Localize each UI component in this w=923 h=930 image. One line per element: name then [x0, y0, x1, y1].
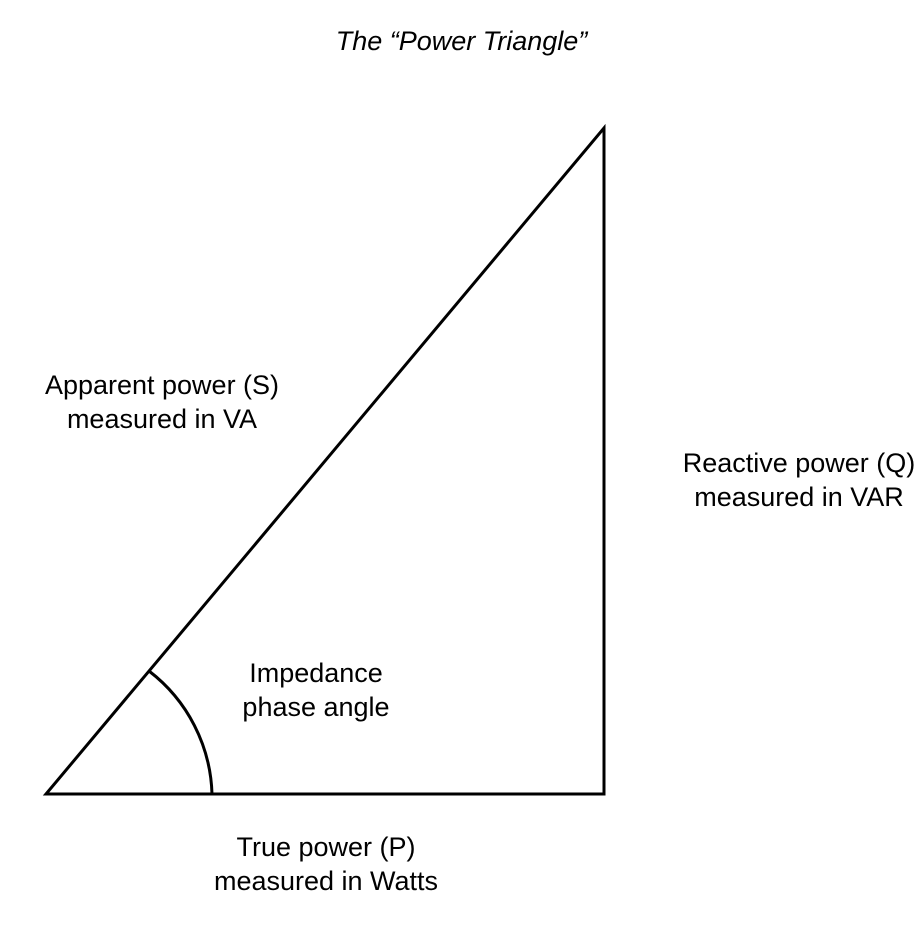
power-triangle — [42, 123, 606, 796]
reactive-power-name: Reactive power (Q) — [682, 448, 916, 478]
phase-angle-line2: phase angle — [242, 692, 390, 722]
apparent-power-unit: measured in VA — [66, 404, 258, 434]
reactive-power-label: Reactive power (Q) measured in VAR — [668, 446, 923, 514]
apparent-power-name: Apparent power (S) — [44, 370, 280, 400]
phase-angle-line1: Impedance — [249, 658, 383, 688]
true-power-label: True power (P) measured in Watts — [186, 830, 466, 898]
reactive-power-unit: measured in VAR — [694, 482, 904, 512]
apparent-power-label: Apparent power (S) measured in VA — [22, 368, 302, 436]
true-power-unit: measured in Watts — [213, 866, 439, 896]
true-power-name: True power (P) — [236, 832, 416, 862]
phase-angle-arc — [148, 669, 214, 795]
phase-angle-label: Impedance phase angle — [196, 656, 436, 724]
diagram-title: The “Power Triangle” — [335, 26, 588, 56]
